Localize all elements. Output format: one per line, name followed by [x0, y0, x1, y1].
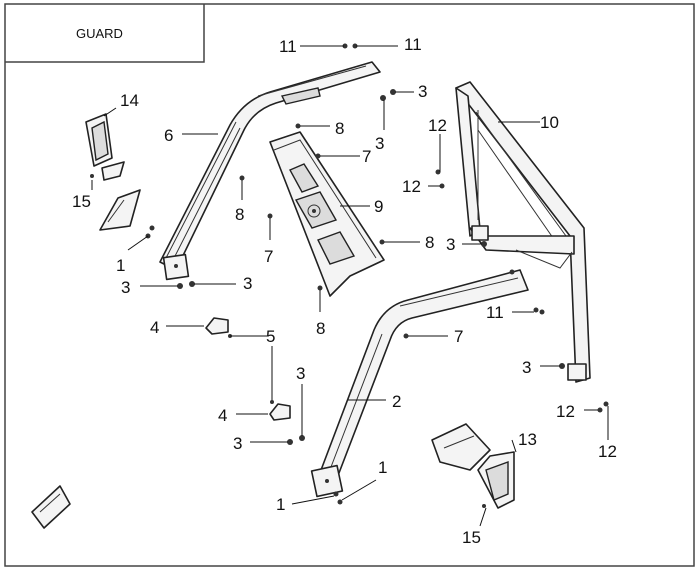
callout-4: 4: [150, 318, 159, 337]
part-9-rear-panel: [269, 131, 385, 297]
callout-3: 3: [446, 235, 455, 254]
part-4-clamp-lower: [269, 403, 291, 421]
callout-8: 8: [316, 319, 325, 338]
part-13-mirror-right: [477, 451, 515, 509]
part-6-upper-bar: [159, 61, 381, 281]
callout-11: 11: [486, 303, 504, 322]
callout-3: 3: [522, 358, 531, 377]
callout-labels: 11 11 3 3 8 7 6 14 15 8 9 7 8 1 3 3 8 4 …: [72, 35, 617, 547]
callout-7: 7: [362, 147, 371, 166]
callout-10: 10: [540, 113, 559, 132]
small-bracket-bottom-left: [31, 485, 71, 529]
callout-15: 15: [72, 192, 91, 211]
callout-1: 1: [276, 495, 285, 514]
title-box: [5, 4, 205, 63]
callout-5: 5: [266, 327, 275, 346]
callout-12: 12: [598, 442, 617, 461]
callout-3: 3: [121, 278, 130, 297]
mirror-bracket-left: [99, 189, 141, 231]
callout-8: 8: [335, 119, 344, 138]
callout-11: 11: [279, 37, 297, 56]
callout-3: 3: [233, 434, 242, 453]
callout-2: 2: [392, 392, 401, 411]
callout-12: 12: [428, 116, 447, 135]
callout-3: 3: [418, 82, 427, 101]
callout-13: 13: [518, 430, 537, 449]
callout-7: 7: [454, 327, 463, 346]
callout-14: 14: [120, 91, 139, 110]
leader-lines: [91, 45, 609, 527]
callout-12: 12: [402, 177, 421, 196]
part-10-rear-frame: [455, 81, 591, 383]
callout-15: 15: [462, 528, 481, 547]
part-14-mirror: [85, 113, 125, 181]
callout-9: 9: [374, 197, 383, 216]
callout-6: 6: [164, 126, 173, 145]
callout-11: 11: [404, 35, 422, 54]
diagram-border: [4, 3, 695, 567]
part-4-clamp-upper: [205, 317, 229, 335]
part-2-main-tube: [310, 269, 529, 498]
callout-1: 1: [378, 458, 387, 477]
diagram-title: GUARD: [76, 26, 123, 41]
callout-1: 1: [116, 256, 125, 275]
callout-7: 7: [264, 247, 273, 266]
callout-3: 3: [243, 274, 252, 293]
callout-8: 8: [425, 233, 434, 252]
callout-8: 8: [235, 205, 244, 224]
callout-3: 3: [296, 364, 305, 383]
callout-4: 4: [218, 406, 227, 425]
callout-3: 3: [375, 134, 384, 153]
callout-12: 12: [556, 402, 575, 421]
mirror-bracket-right: [431, 423, 491, 471]
hardware-fasteners: [90, 43, 609, 508]
